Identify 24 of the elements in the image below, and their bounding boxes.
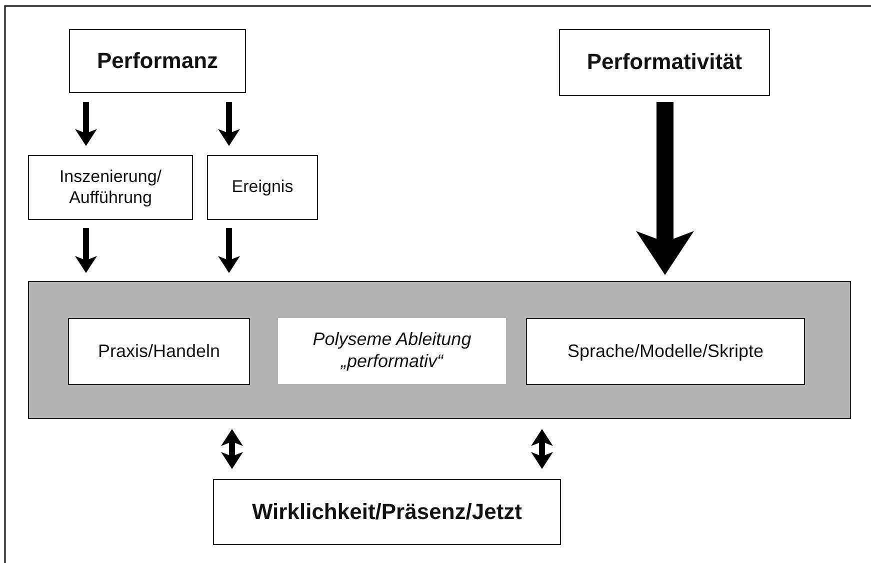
concept-box (559, 29, 770, 96)
node-label: Polyseme Ableitung „performativ“ (312, 329, 472, 373)
node-label: Inszenierung/ Aufführung (58, 167, 163, 208)
process-box (207, 155, 318, 220)
node-label: Performanz (96, 48, 218, 74)
node-label: Praxis/Handeln (98, 340, 220, 362)
arrow (218, 228, 240, 273)
band-panel (28, 281, 851, 419)
process-box (28, 155, 193, 220)
concept-box (526, 318, 805, 385)
arrow (218, 102, 240, 146)
heading-panel (278, 318, 506, 384)
arrow (531, 429, 553, 469)
concept-box (68, 318, 250, 385)
node-label: Sprache/Modelle/Skripte (567, 340, 764, 362)
arrow (75, 102, 97, 146)
concept-box (213, 479, 561, 545)
node-label: Wirklichkeit/Präsenz/Jetzt (252, 498, 522, 526)
arrow (75, 228, 97, 273)
concept-box (69, 29, 246, 93)
arrow (636, 102, 694, 275)
arrow (221, 429, 243, 469)
node-label: Ereignis (232, 177, 294, 198)
node-label: Performativität (586, 49, 742, 76)
